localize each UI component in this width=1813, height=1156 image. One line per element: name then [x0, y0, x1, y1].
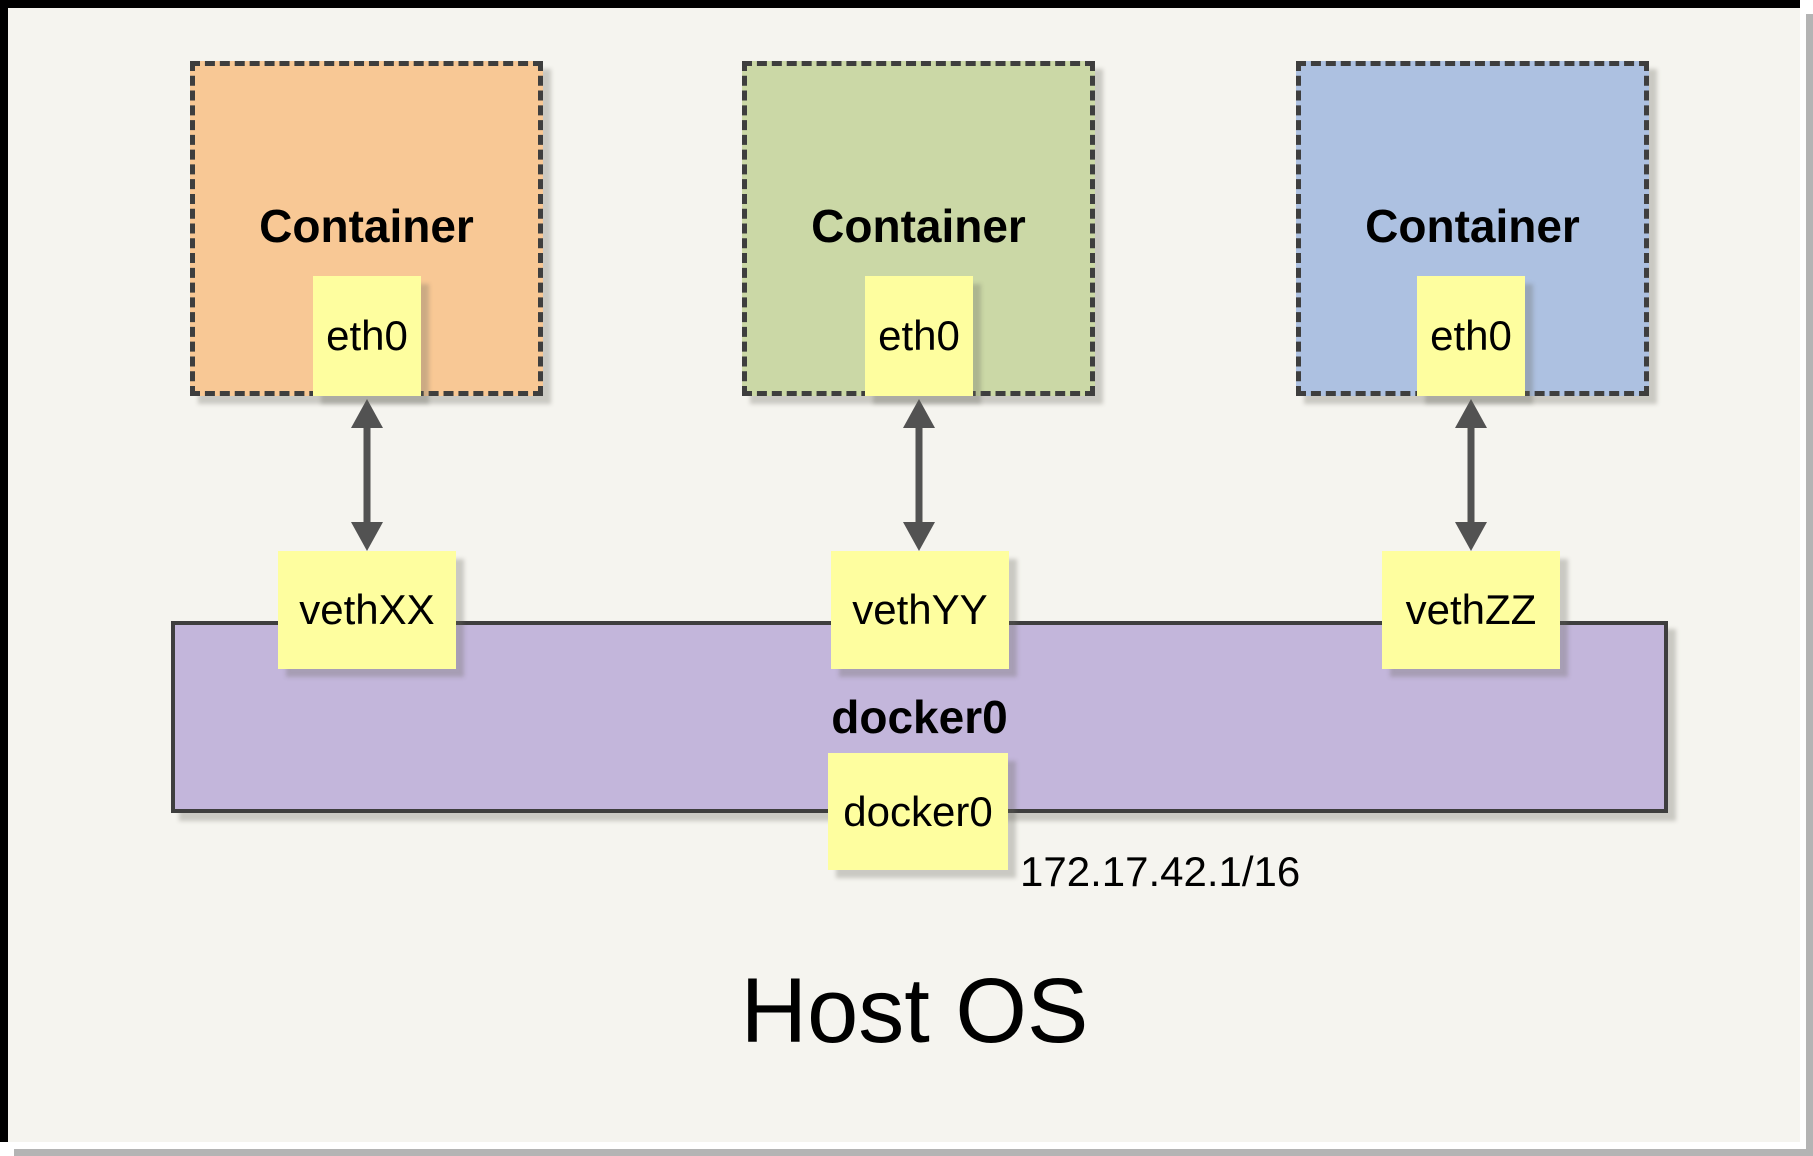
arrowhead-down-icon [1455, 522, 1487, 551]
veth-connection-arrows [351, 399, 1487, 551]
arrowhead-up-icon [1455, 399, 1487, 428]
vethzz-label: vethZZ [1405, 586, 1537, 633]
docker0-bridge-label: docker0 [831, 691, 1008, 743]
host-os-label: Host OS [740, 960, 1089, 1062]
vethxx-label: vethXX [299, 586, 435, 633]
eth0-vethyy-arrow [903, 399, 935, 551]
container-2-label: Container [811, 199, 1026, 252]
eth0-vethxx-arrow [351, 399, 383, 551]
eth0-interface-box-2: eth0 [865, 276, 973, 396]
arrowhead-down-icon [903, 522, 935, 551]
eth0-label: eth0 [326, 312, 408, 359]
vethxx-interface-box: vethXX [278, 551, 456, 669]
arrowhead-up-icon [903, 399, 935, 428]
vethyy-interface-box: vethYY [831, 551, 1009, 669]
eth0-label: eth0 [1430, 312, 1512, 359]
container-1-label: Container [259, 199, 474, 252]
eth0-vethzz-arrow [1455, 399, 1487, 551]
eth0-label: eth0 [878, 312, 960, 359]
vethzz-interface-box: vethZZ [1382, 551, 1560, 669]
container-3-label: Container [1365, 199, 1580, 252]
arrowhead-down-icon [351, 522, 383, 551]
bridge-ip-label: 172.17.42.1/16 [1020, 848, 1301, 895]
docker0-interface-box: docker0 [828, 753, 1008, 870]
arrowhead-up-icon [351, 399, 383, 428]
vethyy-label: vethYY [852, 586, 988, 633]
eth0-interface-box-3: eth0 [1417, 276, 1525, 396]
eth0-interface-box-1: eth0 [313, 276, 421, 396]
page-shadow-right [1806, 14, 1813, 1156]
page-shadow-bottom [14, 1149, 1806, 1156]
docker0-interface-label: docker0 [843, 787, 993, 835]
